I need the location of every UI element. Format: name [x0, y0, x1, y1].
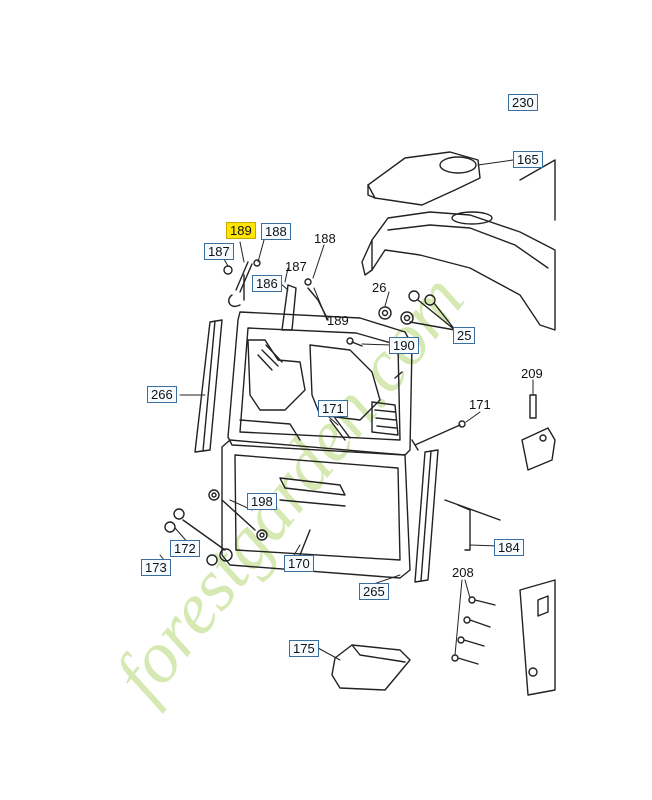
- bolts-208-frame: [451, 579, 556, 696]
- callout-187-unboxed[interactable]: 187: [285, 259, 307, 274]
- part-165-tray: [367, 151, 481, 206]
- callout-188[interactable]: 188: [261, 223, 291, 240]
- callout-230[interactable]: 230: [508, 94, 538, 111]
- callout-190[interactable]: 190: [389, 337, 419, 354]
- callout-25[interactable]: 25: [453, 327, 476, 344]
- linkage-186-189: [223, 259, 329, 331]
- callout-209[interactable]: 209: [521, 366, 543, 381]
- part-175-panel: [331, 644, 411, 691]
- front-panel-frame: [227, 311, 413, 456]
- callout-173[interactable]: 173: [141, 559, 171, 576]
- part-266-strip: [194, 319, 223, 453]
- part-265-strip: [414, 449, 439, 583]
- callout-184[interactable]: 184: [494, 539, 524, 556]
- callout-266[interactable]: 266: [147, 386, 177, 403]
- part-230-hood: [361, 159, 556, 331]
- callout-171-boxed[interactable]: 171: [318, 400, 348, 417]
- part-184-rod: [444, 499, 501, 551]
- part-170-grille: [221, 439, 411, 579]
- callout-172[interactable]: 172: [170, 540, 200, 557]
- callout-170[interactable]: 170: [284, 555, 314, 572]
- callout-171-unboxed[interactable]: 171: [469, 397, 491, 412]
- callout-188-unboxed[interactable]: 188: [314, 231, 336, 246]
- part-209-bracket: [521, 394, 556, 471]
- callout-208[interactable]: 208: [452, 565, 474, 580]
- callout-186[interactable]: 186: [252, 275, 282, 292]
- callout-187[interactable]: 187: [204, 243, 234, 260]
- callout-265[interactable]: 265: [359, 583, 389, 600]
- callout-165[interactable]: 165: [513, 151, 543, 168]
- callout-198[interactable]: 198: [247, 493, 277, 510]
- callout-175[interactable]: 175: [289, 640, 319, 657]
- fasteners-25-26: [378, 290, 456, 331]
- callout-26[interactable]: 26: [372, 280, 387, 295]
- callout-189-unboxed[interactable]: 189: [327, 313, 349, 328]
- bolts-171-190: [329, 337, 466, 451]
- callout-189-highlighted[interactable]: 189: [226, 222, 256, 239]
- fasteners-172-173-198: [164, 489, 268, 566]
